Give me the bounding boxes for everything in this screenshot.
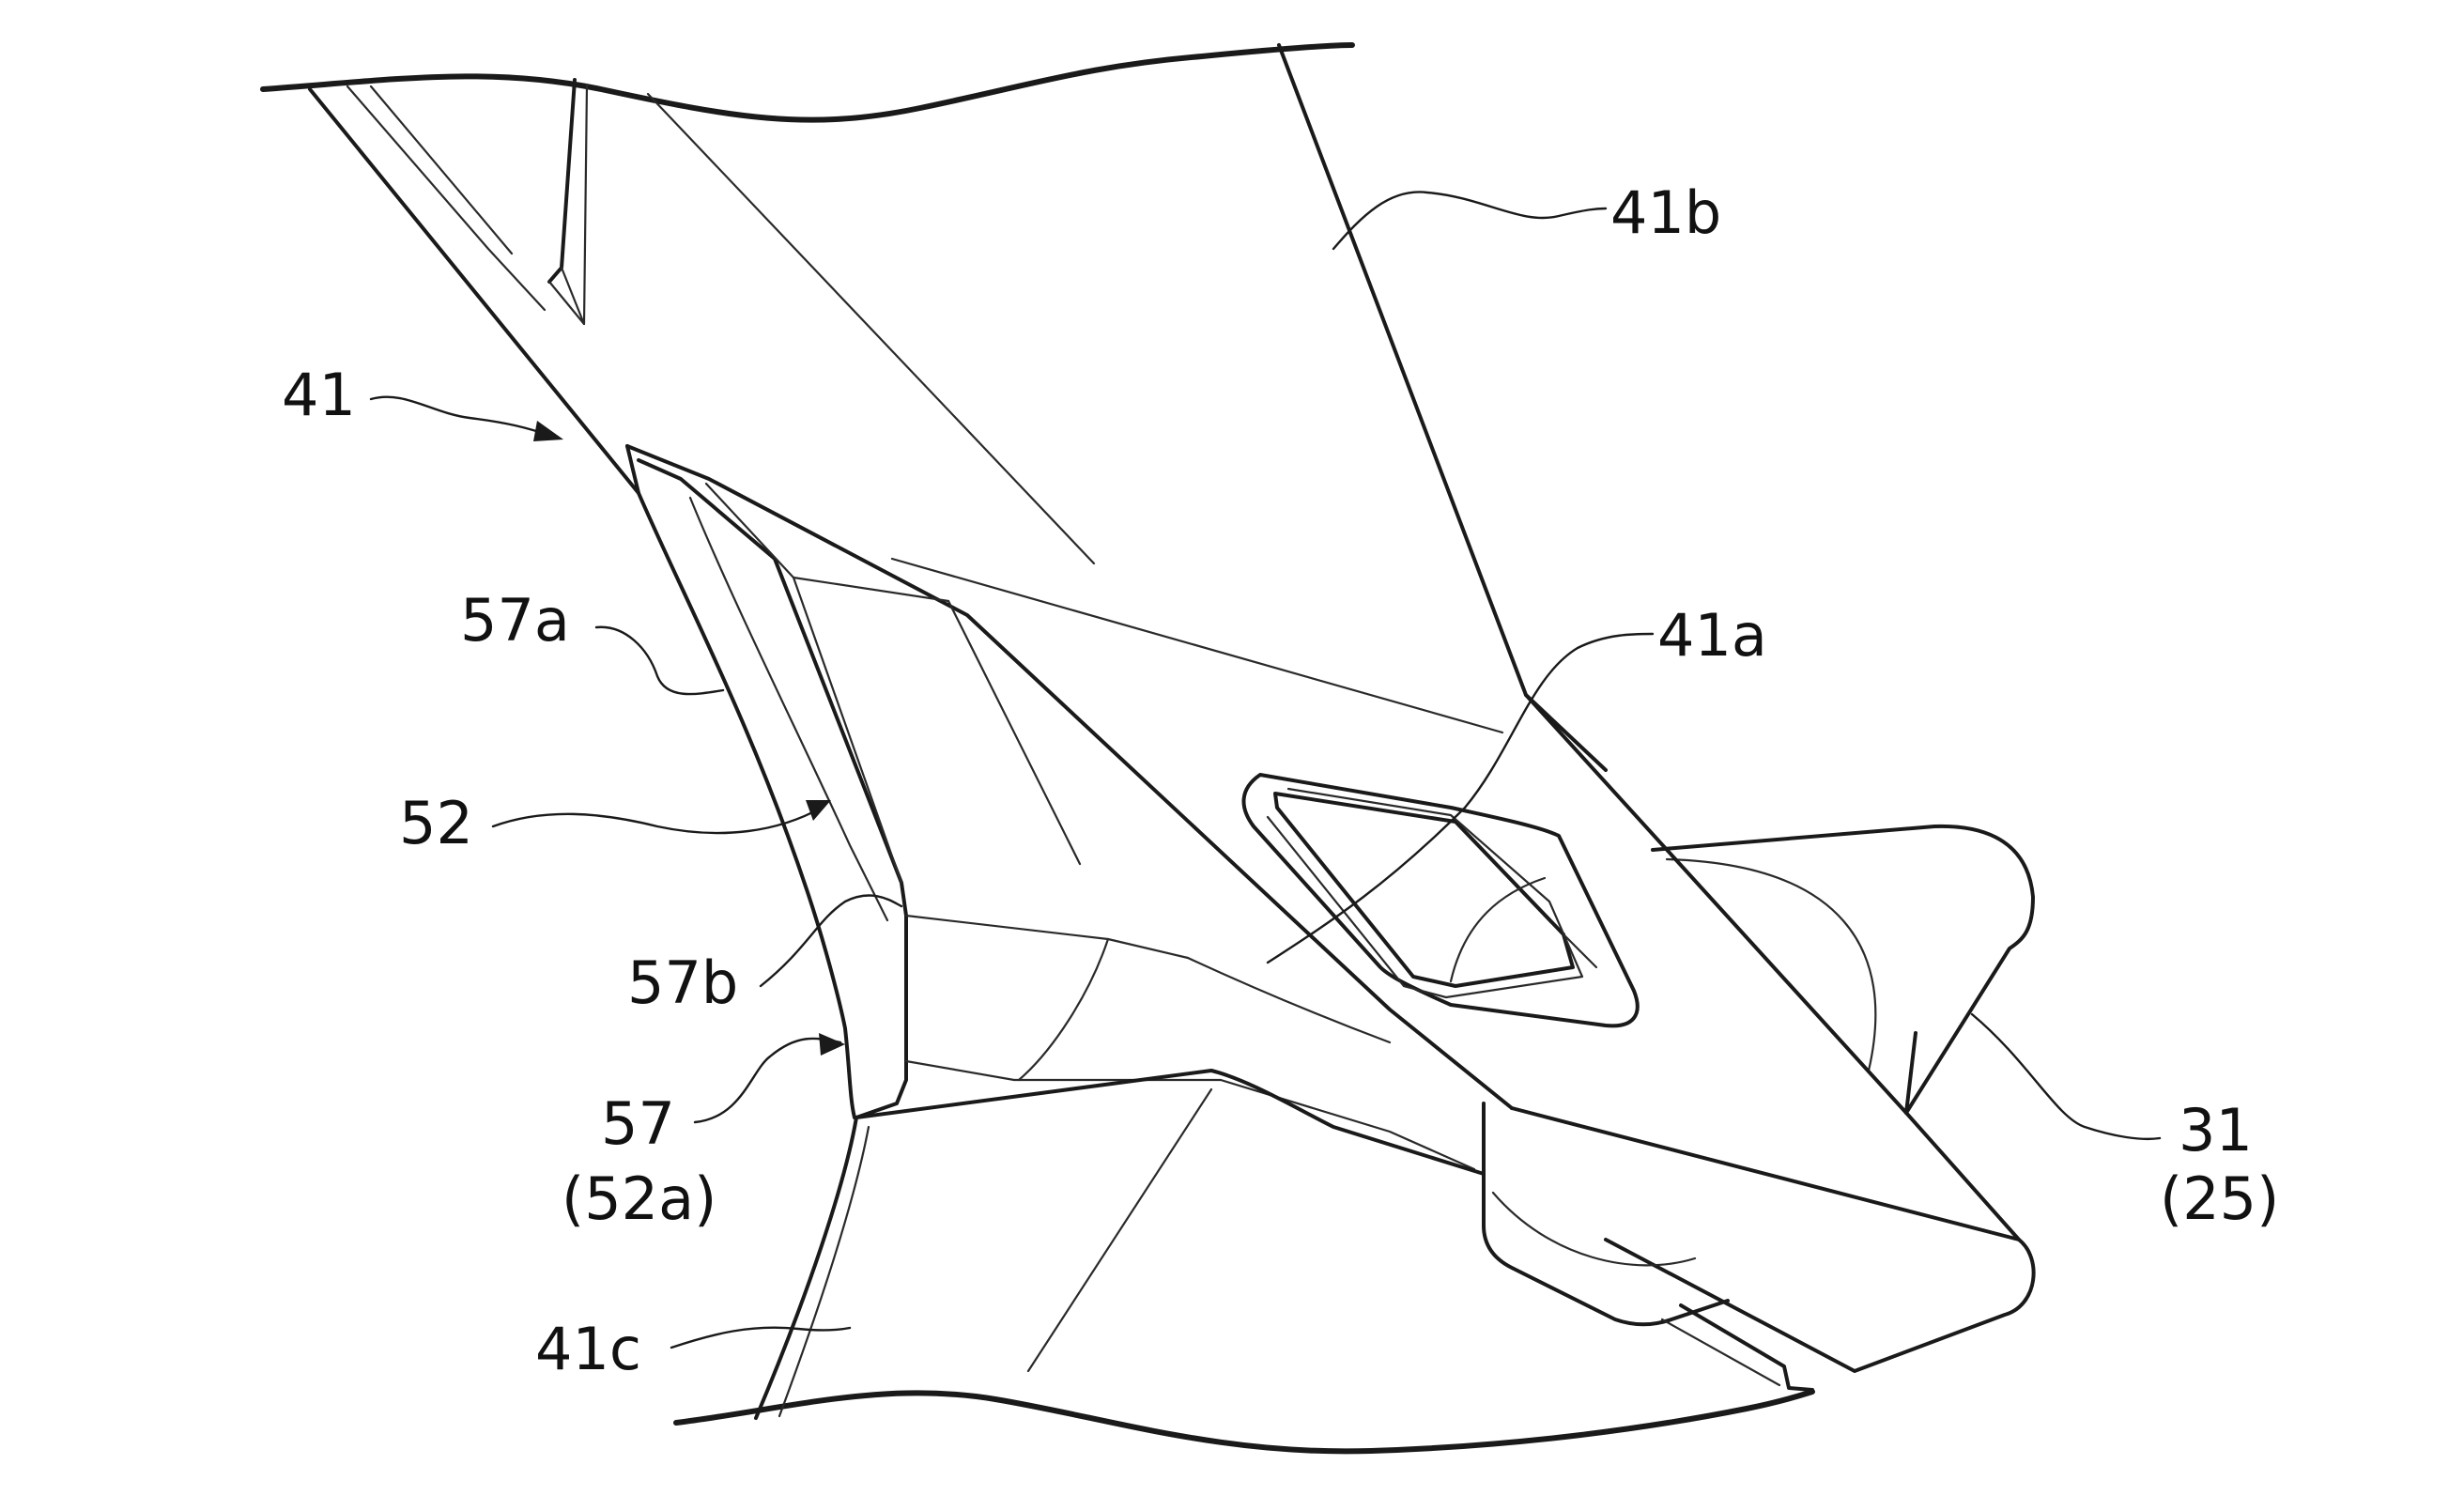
bracket-bottom-strip bbox=[1681, 1305, 1812, 1390]
leader-41 bbox=[371, 397, 554, 437]
opening-41a-outer bbox=[1244, 775, 1638, 1025]
frame-left-inner-edge bbox=[347, 86, 545, 310]
frame-left-inner-edge-2 bbox=[371, 86, 512, 254]
arrow-52 bbox=[806, 800, 831, 821]
cover-52-inner-line bbox=[706, 484, 901, 883]
label-57: 57 bbox=[601, 1089, 675, 1158]
cover-facet-5 bbox=[906, 1061, 1474, 1169]
cover-52-inner-rim bbox=[639, 460, 906, 1118]
top-notch-inner bbox=[549, 85, 587, 324]
frame-41c-bottom-edge bbox=[856, 1071, 1484, 1174]
frame-41c-left-edge bbox=[756, 1118, 856, 1418]
frame-right-continuation bbox=[1526, 695, 2019, 1240]
label-41: 41 bbox=[282, 361, 356, 429]
opening-41a-inner bbox=[1275, 794, 1573, 986]
top-break-line bbox=[263, 45, 1352, 120]
frame-41c-left-inner bbox=[779, 1127, 869, 1416]
leader-41c bbox=[671, 1328, 850, 1348]
arrow-57 bbox=[819, 1033, 845, 1056]
cover-52-inner-rim-2 bbox=[690, 498, 887, 920]
top-notch bbox=[549, 80, 575, 282]
bracket-inner bbox=[1484, 1103, 1728, 1324]
arrow-41 bbox=[533, 421, 563, 441]
label-57b: 57b bbox=[627, 948, 738, 1017]
label-57a: 57a bbox=[460, 586, 570, 655]
bracket-lower-edge bbox=[1512, 1108, 2034, 1371]
opening-41a-arc bbox=[1451, 878, 1545, 981]
cover-facet-4 bbox=[1019, 939, 1108, 1080]
leader-41b bbox=[1333, 192, 1606, 249]
frame-41c-diagonal bbox=[1028, 1089, 1211, 1371]
label-31: 31 bbox=[2179, 1096, 2253, 1164]
frame-41b-right-edge bbox=[1279, 45, 1606, 770]
bottom-break-line bbox=[676, 1392, 1812, 1451]
cover-top-ridge bbox=[892, 559, 1502, 732]
leader-52 bbox=[493, 808, 822, 833]
label-57-paren: (52a) bbox=[562, 1164, 716, 1233]
frame-left-edge bbox=[310, 89, 639, 493]
label-41a: 41a bbox=[1657, 601, 1767, 670]
leader-31 bbox=[1972, 1014, 2160, 1139]
cover-facet-1 bbox=[793, 578, 948, 601]
label-41c: 41c bbox=[535, 1315, 641, 1383]
leader-57 bbox=[695, 1039, 840, 1122]
label-31-paren: (25) bbox=[2160, 1164, 2279, 1233]
part-31-outline bbox=[1653, 826, 2033, 1113]
cover-facet-6 bbox=[1188, 958, 1390, 1042]
top-notch-inner-2 bbox=[562, 268, 584, 324]
bracket-inner-arc bbox=[1493, 1193, 1695, 1265]
cover-facet-3 bbox=[906, 916, 1188, 958]
cover-facet-2 bbox=[948, 601, 1080, 864]
label-52: 52 bbox=[399, 789, 473, 857]
label-41b: 41b bbox=[1610, 178, 1721, 247]
